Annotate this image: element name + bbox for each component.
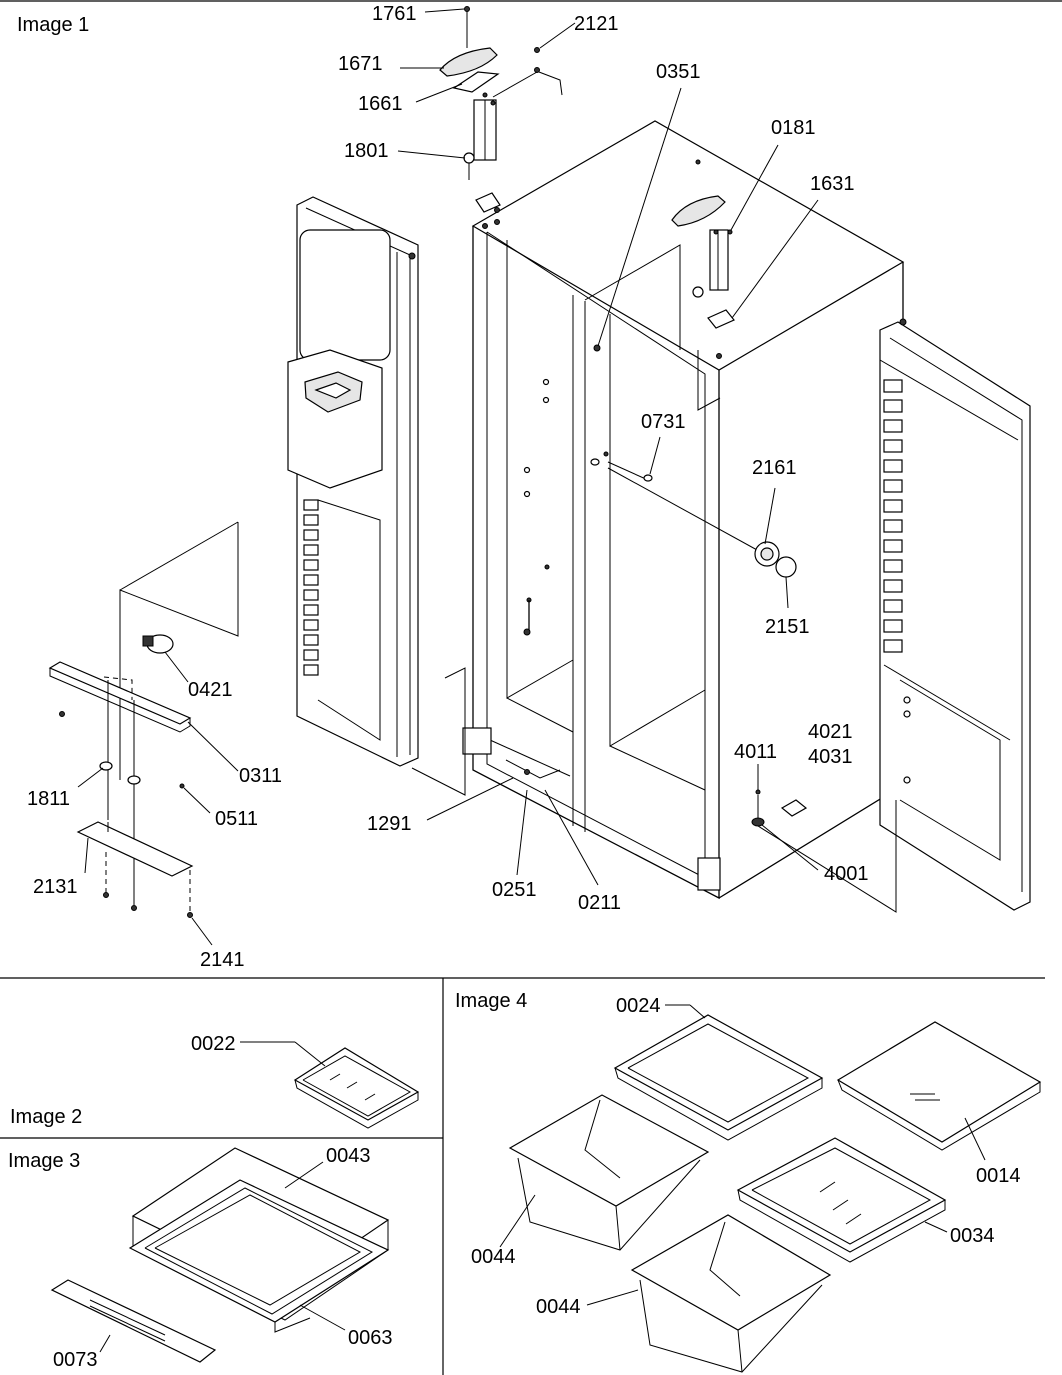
callout-0034: 0034 xyxy=(950,1225,995,1247)
top-left-hinge xyxy=(439,6,563,213)
misc-parts xyxy=(411,451,897,913)
glass-shelf-0014 xyxy=(836,1021,1042,1151)
callout-4021: 4021 xyxy=(808,721,853,743)
crisper-pan-lower-0044 xyxy=(630,1214,832,1373)
callout-4001: 4001 xyxy=(824,863,869,885)
callout-0251: 0251 xyxy=(492,879,537,901)
left-door xyxy=(287,196,419,767)
callout-0311: 0311 xyxy=(239,765,282,787)
callout-labels: 1761 2121 1671 1661 1801 0351 0181 1631 … xyxy=(27,3,1021,1371)
callout-1661: 1661 xyxy=(358,93,403,115)
crisper-assembly-image-3 xyxy=(50,1147,390,1363)
callout-0024: 0024 xyxy=(616,995,661,1017)
panel-title-image-1: Image 1 xyxy=(17,14,89,36)
callout-0421: 0421 xyxy=(188,679,233,701)
cabinet xyxy=(462,120,905,900)
callout-1631: 1631 xyxy=(810,173,855,195)
callout-0511: 0511 xyxy=(215,808,258,830)
callout-1761: 1761 xyxy=(372,3,417,25)
light-assembly xyxy=(48,521,239,918)
callout-4011: 4011 xyxy=(734,741,777,763)
panel-title-image-3: Image 3 xyxy=(8,1150,80,1172)
top-right-hinge xyxy=(671,159,735,329)
shelf-0022 xyxy=(293,1047,420,1129)
callout-0044-lower: 0044 xyxy=(536,1296,581,1318)
callout-0022: 0022 xyxy=(191,1033,236,1055)
left-door-bins xyxy=(303,499,319,676)
panel-title-image-4: Image 4 xyxy=(455,990,527,1012)
callout-2141: 2141 xyxy=(200,949,245,971)
callout-0073: 0073 xyxy=(53,1349,98,1371)
crisper-pan-upper-0044 xyxy=(508,1094,710,1251)
callout-2121: 2121 xyxy=(574,13,619,35)
callout-0043: 0043 xyxy=(326,1145,371,1167)
callout-2161: 2161 xyxy=(752,457,797,479)
callout-0014: 0014 xyxy=(976,1165,1021,1187)
crisper-frame-0024 xyxy=(613,1014,824,1141)
callout-2151: 2151 xyxy=(765,616,810,638)
callout-0731: 0731 xyxy=(641,411,686,433)
crisper-frame-0034 xyxy=(736,1137,947,1263)
callout-2131: 2131 xyxy=(33,876,78,898)
callout-0044-upper: 0044 xyxy=(471,1246,516,1268)
callout-0181: 0181 xyxy=(771,117,816,139)
callout-1811: 1811 xyxy=(27,788,70,810)
callout-0063: 0063 xyxy=(348,1327,393,1349)
callout-1671: 1671 xyxy=(338,53,383,75)
callout-1291: 1291 xyxy=(367,813,412,835)
right-door xyxy=(879,318,1031,911)
callout-0351: 0351 xyxy=(656,61,701,83)
callout-0211: 0211 xyxy=(578,892,621,914)
callout-4031: 4031 xyxy=(808,746,853,768)
leader-lines xyxy=(77,8,986,1353)
callout-1801: 1801 xyxy=(344,140,389,162)
right-door-bins xyxy=(883,379,903,653)
panel-title-image-2: Image 2 xyxy=(10,1106,82,1128)
